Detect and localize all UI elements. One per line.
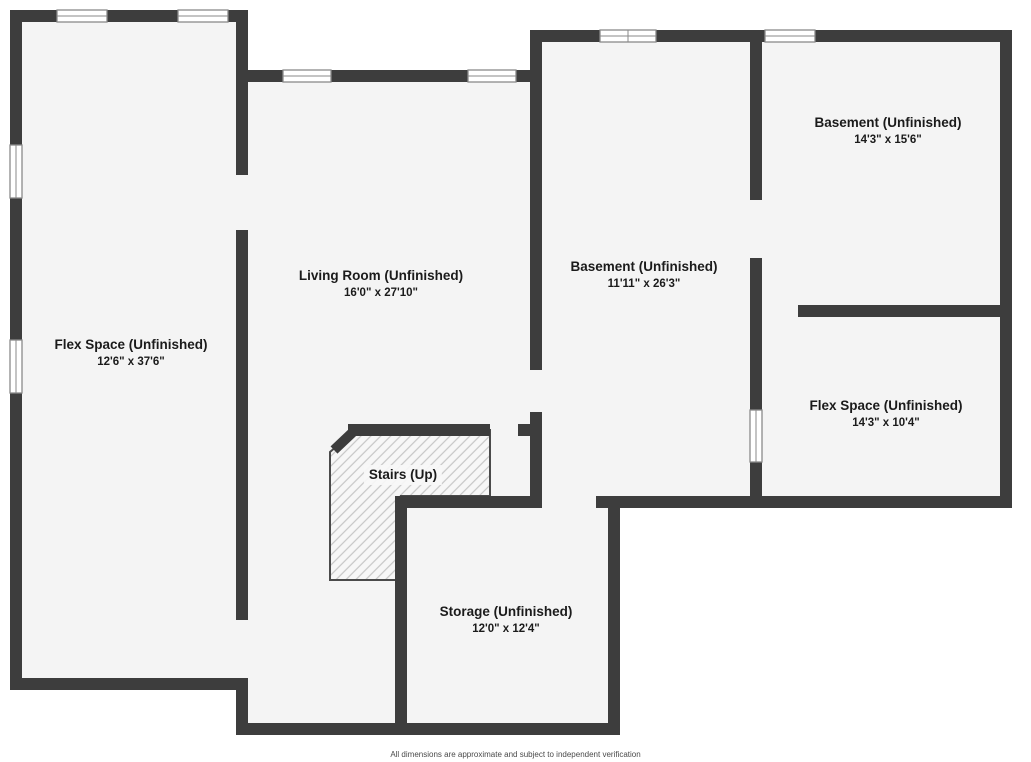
window xyxy=(749,409,763,463)
room-dims: 12'0" x 12'4" xyxy=(472,623,540,635)
window xyxy=(764,29,816,43)
window xyxy=(177,9,229,23)
wall-segment xyxy=(750,312,762,410)
room-name: Living Room (Unfinished) xyxy=(298,268,464,283)
room-dims: 12'6" x 37'6" xyxy=(97,356,165,368)
wall-segment xyxy=(395,496,407,735)
wall-segment xyxy=(236,10,248,175)
room-name: Basement (Unfinished) xyxy=(814,115,962,130)
room-name: Stairs (Up) xyxy=(363,465,443,485)
windows xyxy=(9,9,816,463)
room-area-storage xyxy=(395,496,620,735)
wall-segment xyxy=(236,230,248,620)
room-label-living: Living Room (Unfinished) 16'0" x 27'10" xyxy=(299,267,463,301)
room-label-flex-left: Flex Space (Unfinished) 12'6" x 37'6" xyxy=(54,336,207,370)
wall-segment xyxy=(1000,30,1012,508)
wall-segment xyxy=(608,496,620,735)
wall-segment xyxy=(596,496,1012,508)
wall-segment xyxy=(348,424,490,436)
wall-segment xyxy=(518,424,542,436)
room-label-stairs: Stairs (Up) xyxy=(363,465,443,485)
room-dims: 14'3" x 10'4" xyxy=(852,417,920,429)
wall-segment xyxy=(750,30,762,200)
room-dims: 14'3" x 15'6" xyxy=(854,134,922,146)
wall-segment xyxy=(395,496,542,508)
room-name: Storage (Unfinished) xyxy=(439,604,573,619)
window xyxy=(599,29,657,43)
room-label-storage: Storage (Unfinished) 12'0" x 12'4" xyxy=(440,603,573,637)
room-label-basement-top-right: Basement (Unfinished) 14'3" x 15'6" xyxy=(814,114,961,148)
window xyxy=(282,69,332,83)
room-area-basement-center xyxy=(530,30,762,508)
room-dims: 11'11" x 26'3" xyxy=(607,278,681,290)
floor-areas xyxy=(10,10,1012,735)
room-name: Basement (Unfinished) xyxy=(570,259,718,274)
room-name: Flex Space (Unfinished) xyxy=(809,398,963,413)
room-area-right-side xyxy=(750,30,1012,508)
wall-segment xyxy=(750,258,762,320)
room-dims: 16'0" x 27'10" xyxy=(344,287,418,299)
room-label-flex-right: Flex Space (Unfinished) 14'3" x 10'4" xyxy=(809,397,962,431)
room-area-flex-left xyxy=(10,10,248,690)
window xyxy=(9,144,23,199)
disclaimer-text: All dimensions are approximate and subje… xyxy=(390,750,641,759)
wall-segment xyxy=(10,678,248,690)
window xyxy=(9,339,23,394)
room-label-basement-center: Basement (Unfinished) 11'11" x 26'3" xyxy=(570,258,717,292)
wall-segment xyxy=(798,305,1012,317)
wall-segment xyxy=(236,723,620,735)
wall-segment xyxy=(530,30,542,370)
wall-segment xyxy=(236,678,248,735)
window xyxy=(56,9,108,23)
window xyxy=(467,69,517,83)
room-name: Flex Space (Unfinished) xyxy=(54,337,208,352)
